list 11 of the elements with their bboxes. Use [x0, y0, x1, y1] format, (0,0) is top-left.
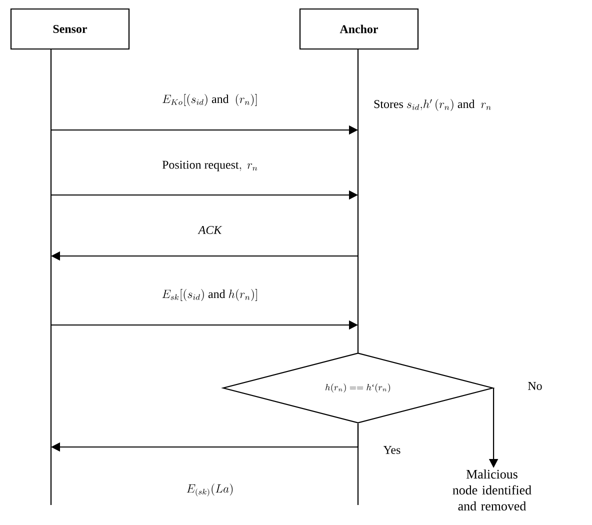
- edge-label: No: [526, 381, 544, 391]
- actor-box: Anchor: [299, 8, 419, 50]
- note-text: Yes: [383, 446, 400, 454]
- note-text: $\mathrm{Stores}\ s_{id}{,}h'\,(r_n)\ \mathrm{and}\ \ r_n$: [374, 99, 491, 111]
- edge-label: ACK: [197, 224, 223, 235]
- edge-label: $E_{Ko}[(s_{id})\ \mathrm{and}\ \ (r_n)]$: [160, 93, 260, 107]
- result-text: Malicious node identified and removed: [452, 470, 532, 510]
- edge-label: $\mathrm{Position\ request},\ r_n$: [161, 160, 259, 172]
- edge-label: $E_{(sk)}(La)$: [185, 482, 235, 498]
- edge-label: $E_{sk}[(s_{id})\ \mathrm{and}\ h(r_n)]$: [160, 288, 260, 302]
- actor-box: Sensor: [10, 8, 130, 50]
